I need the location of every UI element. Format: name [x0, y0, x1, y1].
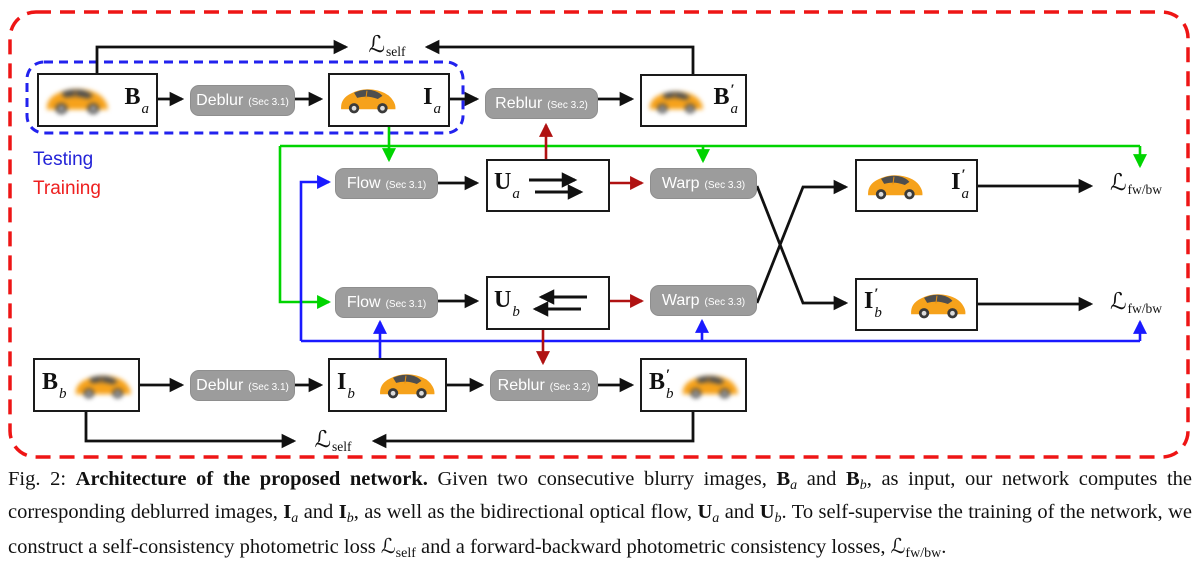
warp-module-b: Warp (Sec 3.3) — [650, 285, 757, 316]
legend: Testing Training — [33, 145, 101, 203]
node-box-Bpa: B′a — [640, 74, 747, 127]
warp-label: Warp — [661, 175, 700, 192]
warp-module-a: Warp (Sec 3.3) — [650, 168, 757, 199]
sharp-car-image — [907, 289, 969, 321]
deblur-module-a: Deblur (Sec 3.1) — [190, 85, 295, 116]
flow-section-ref: (Sec 3.1) — [385, 299, 427, 310]
cross-arrow-warp-a-to-ipb — [755, 185, 849, 311]
deblur-label: Deblur — [196, 92, 244, 109]
node-label-Ipa: I′a — [951, 167, 969, 202]
reblur-section-ref: (Sec 3.2) — [549, 382, 591, 393]
sharp-car-image — [337, 84, 399, 116]
node-label-Bpb: B′b — [649, 366, 674, 402]
reblur-module-b: Reblur (Sec 3.2) — [490, 370, 598, 401]
deblur-module-b: Deblur (Sec 3.1) — [190, 370, 295, 401]
arrow-bpb-to-loss-self-bottom — [371, 412, 695, 449]
blurry-car-image — [682, 371, 738, 400]
loss-subscript: self — [386, 44, 406, 59]
flow-module-a: Flow (Sec 3.1) — [335, 168, 438, 199]
loss-symbol: ℒ — [314, 427, 332, 453]
cross-arrow-warp-b-to-ipa — [755, 179, 849, 304]
blurry-car-image — [649, 87, 703, 115]
legend-testing: Testing — [33, 149, 94, 170]
loss-subscript: fw/bw — [1127, 301, 1163, 316]
reblur-module-a: Reblur (Sec 3.2) — [485, 88, 598, 119]
reblur-label: Reblur — [495, 95, 543, 112]
blue-arrow-to-flow-a — [299, 174, 332, 341]
loss-subscript: fw/bw — [1127, 182, 1163, 197]
warp-label: Warp — [661, 292, 700, 309]
testing-dashed-border — [25, 60, 465, 135]
arrow-bb-to-loss-self-bottom — [84, 412, 297, 449]
arrow-ba-to-loss-self-top — [95, 39, 349, 73]
reblur-label: Reblur — [497, 377, 545, 394]
node-box-Ipa: I′a — [855, 159, 978, 212]
diagram-connectors — [8, 10, 1190, 459]
node-label-Ipb: I′b — [864, 286, 882, 321]
loss-symbol: ℒ — [1109, 170, 1127, 196]
loss-symbol: ℒ — [368, 32, 386, 58]
deblur-label: Deblur — [196, 377, 244, 394]
sharp-car-image — [864, 170, 926, 202]
loss-symbol: ℒ — [1109, 289, 1127, 315]
flow-label: Flow — [346, 175, 381, 192]
green-arrow-to-flow-b — [278, 146, 332, 310]
backward-flow-arrows-icon — [532, 289, 587, 317]
legend-training: Training — [33, 178, 101, 199]
node-box-Ipb: I′b — [855, 278, 978, 331]
warp-section-ref: (Sec 3.3) — [704, 180, 746, 191]
flow-label: Flow — [346, 294, 381, 311]
arrow-bpa-to-loss-self-top — [424, 39, 695, 74]
sharp-car-image — [376, 369, 438, 401]
blurry-car-image — [46, 84, 108, 116]
loss-subscript: self — [332, 439, 352, 454]
blurry-car-image — [75, 371, 131, 400]
forward-flow-arrows-icon — [528, 171, 584, 200]
flow-section-ref: (Sec 3.1) — [385, 180, 427, 191]
deblur-section-ref: (Sec 3.1) — [248, 97, 289, 108]
deblur-section-ref: (Sec 3.1) — [248, 382, 289, 393]
flow-module-b: Flow (Sec 3.1) — [335, 287, 438, 318]
reblur-section-ref: (Sec 3.2) — [547, 100, 588, 111]
warp-section-ref: (Sec 3.3) — [704, 297, 746, 308]
training-dashed-border — [8, 10, 1190, 459]
node-box-Bpb: B′b — [640, 358, 747, 412]
node-label-Bpa: B′a — [713, 82, 738, 117]
figure-caption: Fig. 2: Architecture of the proposed net… — [8, 468, 1193, 561]
